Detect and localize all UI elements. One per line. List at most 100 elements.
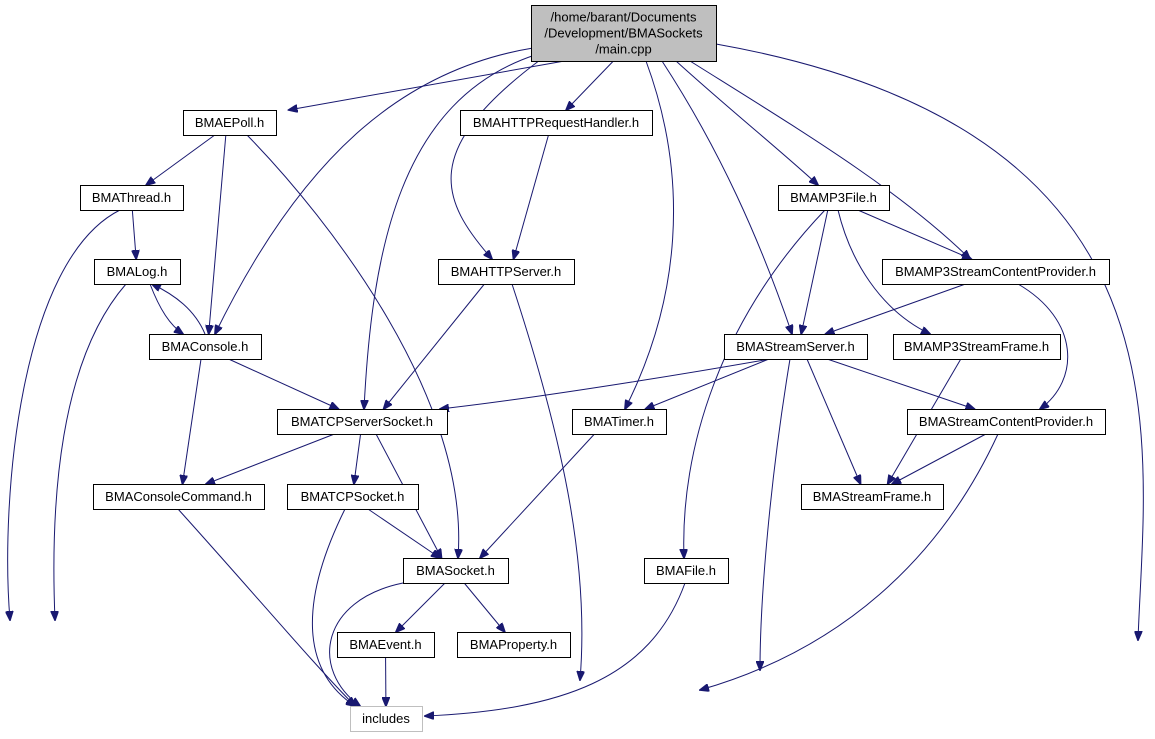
node-box (94, 259, 181, 285)
edge-main-to-console (215, 47, 534, 334)
node-box (893, 334, 1061, 360)
node-console[interactable]: BMAConsole.h (149, 334, 262, 360)
node-box (337, 632, 435, 658)
node-box (149, 334, 262, 360)
node-box (350, 706, 423, 732)
edge-main-to-streamserver (661, 60, 792, 334)
node-label: /Development/BMASockets (544, 26, 703, 41)
node-label: BMAConsoleCommand.h (105, 489, 252, 504)
node-file[interactable]: BMAFile.h (644, 558, 729, 584)
edge-mp3scp-to-scp (1017, 283, 1069, 409)
node-label: BMAProperty.h (470, 637, 557, 652)
node-thread[interactable]: BMAThread.h (80, 185, 184, 211)
node-label: BMATCPServerSocket.h (291, 414, 433, 429)
node-event[interactable]: BMAEvent.h (337, 632, 435, 658)
node-label: BMAThread.h (92, 190, 171, 205)
edge-httpserver-to-includes (511, 283, 582, 680)
edge-epoll-to-thread (146, 134, 216, 185)
node-epoll[interactable]: BMAEPoll.h (183, 110, 277, 136)
node-box (531, 5, 717, 62)
edge-streamserver-to-includes (760, 358, 791, 670)
node-box (93, 484, 265, 510)
node-box (644, 558, 729, 584)
node-box (183, 110, 277, 136)
node-box (460, 110, 653, 136)
node-box (80, 185, 184, 211)
edge-main-to-tcpserver (364, 54, 536, 409)
edge-mp3file-to-mp3scp (857, 209, 971, 259)
node-box (778, 185, 890, 211)
node-box (403, 558, 509, 584)
edge-epoll-to-console (209, 134, 227, 334)
edge-socket-to-property (463, 582, 505, 632)
node-label: BMAMP3StreamContentProvider.h (895, 264, 1096, 279)
edge-tcpsocket-to-includes (312, 508, 355, 706)
edge-log-to-includes (54, 283, 127, 620)
edge-tcpserver-to-concmd (206, 433, 335, 484)
node-box (457, 632, 571, 658)
node-scp[interactable]: BMAStreamContentProvider.h (907, 409, 1106, 435)
edge-thread-to-log (132, 209, 136, 259)
edge-mp3file-to-mp3frame (837, 209, 930, 334)
node-mp3frame[interactable]: BMAMP3StreamFrame.h (893, 334, 1061, 360)
edge-main-to-mp3file (675, 60, 818, 185)
node-label: BMATimer.h (584, 414, 654, 429)
edge-main-to-httpreq (566, 60, 614, 110)
edge-streamserver-to-streamframe (806, 358, 861, 484)
node-label: BMAHTTPServer.h (451, 264, 562, 279)
node-label: BMALog.h (107, 264, 168, 279)
edge-timer-to-socket (480, 433, 595, 558)
edge-streamserver-to-timer (645, 358, 770, 409)
edge-streamserver-to-tcpserver (440, 358, 771, 409)
edge-socket-to-event (396, 582, 446, 632)
node-box (801, 484, 944, 510)
node-box (287, 484, 419, 510)
node-tcpserver[interactable]: BMATCPServerSocket.h (277, 409, 448, 435)
edge-scp-to-streamframe (892, 433, 987, 484)
edge-httpserver-to-tcpserver (384, 283, 485, 409)
edge-main-to-includes (715, 43, 1144, 640)
edge-streamserver-to-scp (826, 358, 974, 409)
edge-httpreq-to-httpserver (514, 134, 549, 259)
node-label: BMAStreamFrame.h (813, 489, 931, 504)
edge-tcpserver-to-tcpsocket (354, 433, 362, 484)
edge-socket-to-includes (329, 582, 404, 706)
node-httpserver[interactable]: BMAHTTPServer.h (438, 259, 575, 285)
node-label: includes (362, 711, 410, 726)
node-mp3scp[interactable]: BMAMP3StreamContentProvider.h (882, 259, 1110, 285)
node-mp3file[interactable]: BMAMP3File.h (778, 185, 890, 211)
node-box (907, 409, 1106, 435)
node-httpreq[interactable]: BMAHTTPRequestHandler.h (460, 110, 653, 136)
node-property[interactable]: BMAProperty.h (457, 632, 571, 658)
edge-file-to-includes (425, 582, 686, 716)
node-tcpsocket[interactable]: BMATCPSocket.h (287, 484, 419, 510)
node-log[interactable]: BMALog.h (94, 259, 181, 285)
node-streamframe[interactable]: BMAStreamFrame.h (801, 484, 944, 510)
node-box (438, 259, 575, 285)
node-box (724, 334, 868, 360)
node-main[interactable]: /home/barant/Documents/Development/BMASo… (531, 5, 717, 62)
edge-scp-to-includes (700, 433, 999, 690)
node-timer[interactable]: BMATimer.h (572, 409, 667, 435)
node-includes[interactable]: includes (350, 706, 423, 732)
node-label: BMAEvent.h (349, 637, 421, 652)
node-label: BMATCPSocket.h (301, 489, 405, 504)
edge-mp3file-to-streamserver (801, 209, 829, 334)
node-socket[interactable]: BMASocket.h (403, 558, 509, 584)
edge-main-to-timer (625, 60, 674, 409)
node-label: /home/barant/Documents (551, 10, 697, 25)
node-label: BMAStreamServer.h (736, 339, 855, 354)
edge-mp3file-to-file (684, 209, 826, 558)
edge-mp3scp-to-streamserver (826, 283, 966, 334)
node-streamserver[interactable]: BMAStreamServer.h (724, 334, 868, 360)
node-label: BMAMP3StreamFrame.h (904, 339, 1049, 354)
edge-console-to-concmd (182, 358, 202, 484)
node-label: BMAMP3File.h (790, 190, 877, 205)
edge-concmd-to-includes (177, 508, 355, 706)
edge-tcpsocket-to-socket (367, 508, 440, 558)
node-label: /main.cpp (595, 42, 651, 57)
node-concmd[interactable]: BMAConsoleCommand.h (93, 484, 265, 510)
node-label: BMAHTTPRequestHandler.h (473, 115, 639, 130)
node-label: BMAConsole.h (162, 339, 249, 354)
